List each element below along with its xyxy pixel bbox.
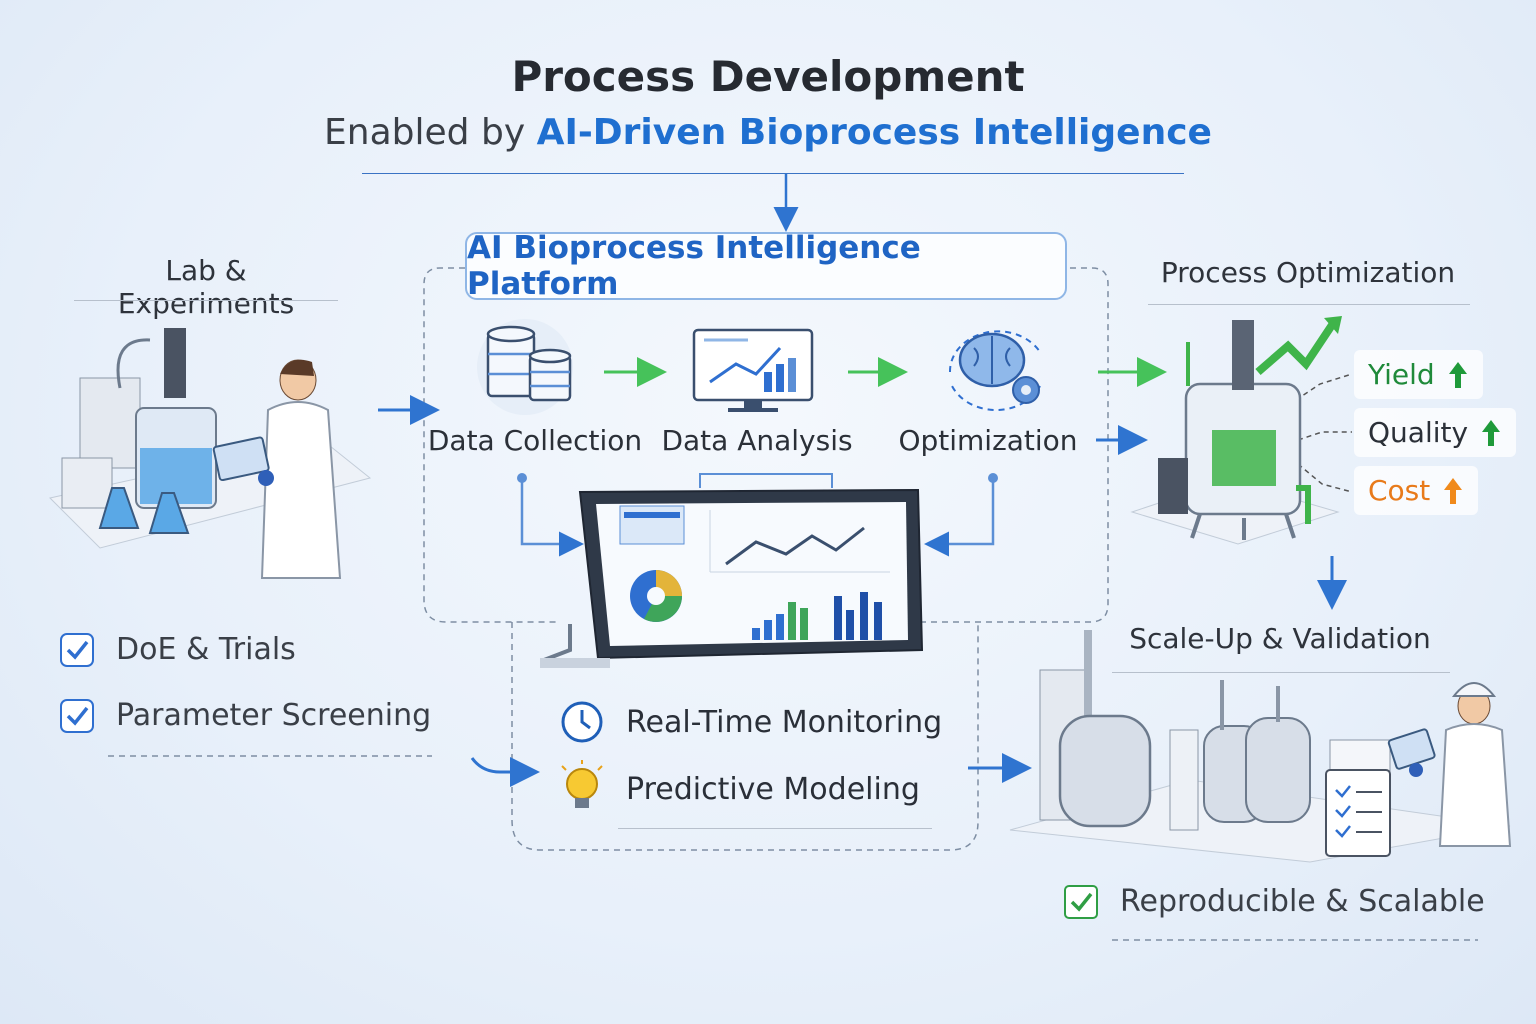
feature-predictive-modeling: Predictive Modeling	[560, 760, 920, 814]
lab-to-features-arrow	[470, 757, 540, 787]
dashboard-tablet-illustration	[540, 488, 924, 668]
lab-item-label: DoE & Trials	[116, 632, 296, 667]
optim-to-dashboard-arrow	[924, 478, 995, 557]
platform-dashed-region	[423, 267, 1109, 623]
step-optimization: Optimization	[898, 424, 1078, 457]
feature-realtime-monitoring: Real-Time Monitoring	[560, 700, 942, 744]
ai-brain-gear-icon	[948, 330, 1041, 412]
scaleup-title-rule	[1112, 672, 1450, 673]
subtitle-highlight: AI-Driven Bioprocess Intelligence	[536, 112, 1212, 153]
header-rule	[362, 173, 1184, 174]
platform-title: AI Bioprocess Intelligence Platform	[465, 230, 1067, 302]
feature-label: Predictive Modeling	[626, 771, 920, 807]
lightbulb-icon	[561, 760, 603, 808]
step-data-collection: Data Collection	[427, 424, 643, 457]
page-subtitle: Enabled by AI-Driven Bioprocess Intellig…	[0, 112, 1536, 153]
lab-item-label: Parameter Screening	[116, 698, 432, 733]
dashboard-top-bracket	[699, 473, 833, 488]
bioreactor-illustration	[1130, 316, 1342, 545]
optimization-title-rule	[1148, 304, 1470, 305]
metric-label: Quality	[1368, 416, 1469, 449]
step-data-analysis: Data Analysis	[661, 424, 853, 457]
feature-label: Real-Time Monitoring	[626, 704, 943, 740]
plant-engineer-illustration	[1009, 630, 1512, 863]
metric-label: Cost	[1368, 474, 1431, 507]
features-rule	[618, 828, 932, 829]
optimization-title: Process Optimization	[1160, 256, 1456, 289]
page-title: Process Development	[511, 52, 1025, 101]
lab-title-rule	[74, 300, 338, 301]
check-icon	[1064, 884, 1098, 919]
scaleup-title: Scale-Up & Validation	[1129, 622, 1431, 655]
arrow-up-icon	[1448, 361, 1467, 388]
check-icon	[60, 632, 94, 667]
lab-item-doe: DoE & Trials	[60, 632, 296, 667]
scaleup-result: Reproducible & Scalable	[1064, 884, 1485, 919]
arrow-up-icon	[1444, 477, 1463, 504]
subtitle-prefix: Enabled by	[324, 112, 537, 153]
database-icon	[477, 319, 573, 415]
analytics-monitor-icon	[692, 328, 814, 412]
clock-icon	[561, 701, 603, 743]
features-dashed-region	[511, 622, 979, 851]
lab-scientist-illustration	[49, 328, 372, 579]
check-icon	[60, 698, 94, 733]
arrow-up-icon	[1482, 419, 1501, 446]
lab-item-parameter: Parameter Screening	[60, 698, 431, 733]
metric-label: Yield	[1368, 358, 1435, 391]
scaleup-result-label: Reproducible & Scalable	[1120, 884, 1485, 919]
metric-quality: Quality	[1354, 408, 1517, 457]
metric-yield: Yield	[1354, 350, 1483, 399]
lab-title: Lab & Experiments	[117, 254, 295, 320]
metric-cost: Cost	[1354, 466, 1479, 515]
collect-to-dashboard-arrow	[520, 478, 584, 557]
